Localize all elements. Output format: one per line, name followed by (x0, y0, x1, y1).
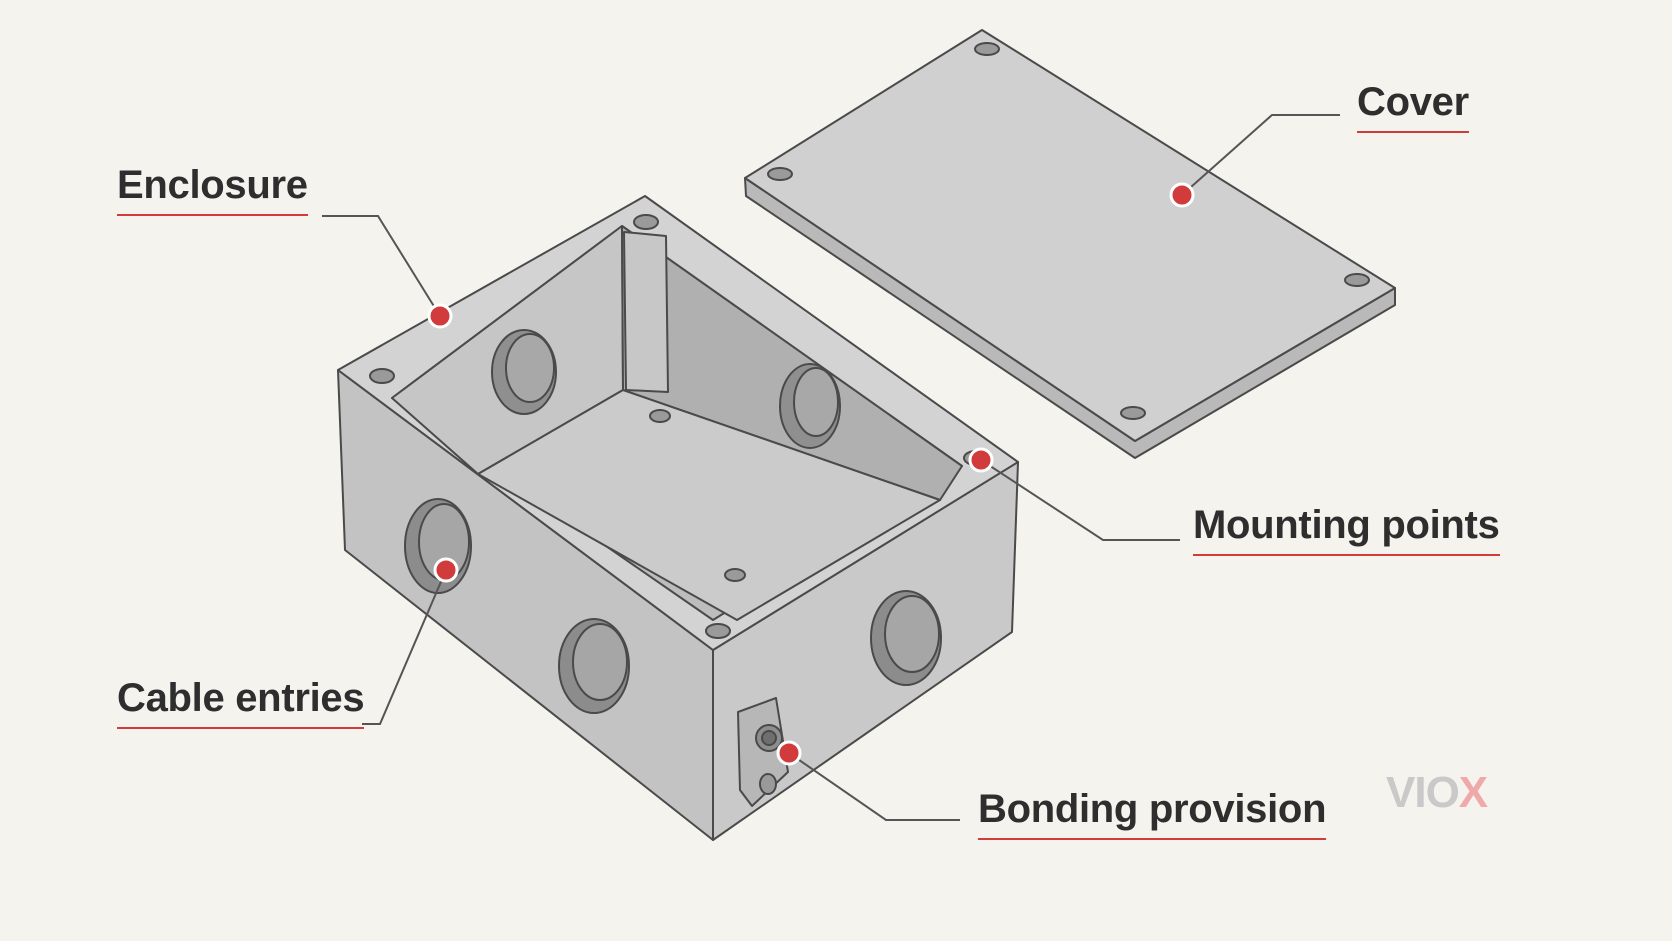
cover-label: Cover (1357, 79, 1469, 133)
cover-screw-hole (974, 42, 1000, 56)
leader-lines (322, 114, 1340, 821)
cable-entries-marker (433, 557, 459, 583)
callout-markers (427, 182, 1195, 766)
cover-plate (744, 29, 1396, 459)
bonding-provision-label: Bonding provision (978, 786, 1327, 840)
enclosure-label: Enclosure (117, 162, 308, 216)
logo-main-text: VIO (1386, 768, 1460, 817)
mounting-points-marker (968, 447, 994, 473)
enclosure-marker (427, 303, 453, 329)
logo-accent-text: X (1458, 768, 1488, 817)
mounting-points-label: Mounting points (1193, 502, 1500, 556)
cable-entries-label: Cable entries (117, 675, 365, 729)
viox-logo: VIOX (1386, 768, 1488, 818)
bonding-provision-marker (776, 740, 802, 766)
cover-screw-hole (767, 167, 793, 181)
cover-marker (1169, 182, 1195, 208)
cover-screw-hole (1120, 406, 1146, 420)
cover-screw-hole (1344, 273, 1370, 287)
